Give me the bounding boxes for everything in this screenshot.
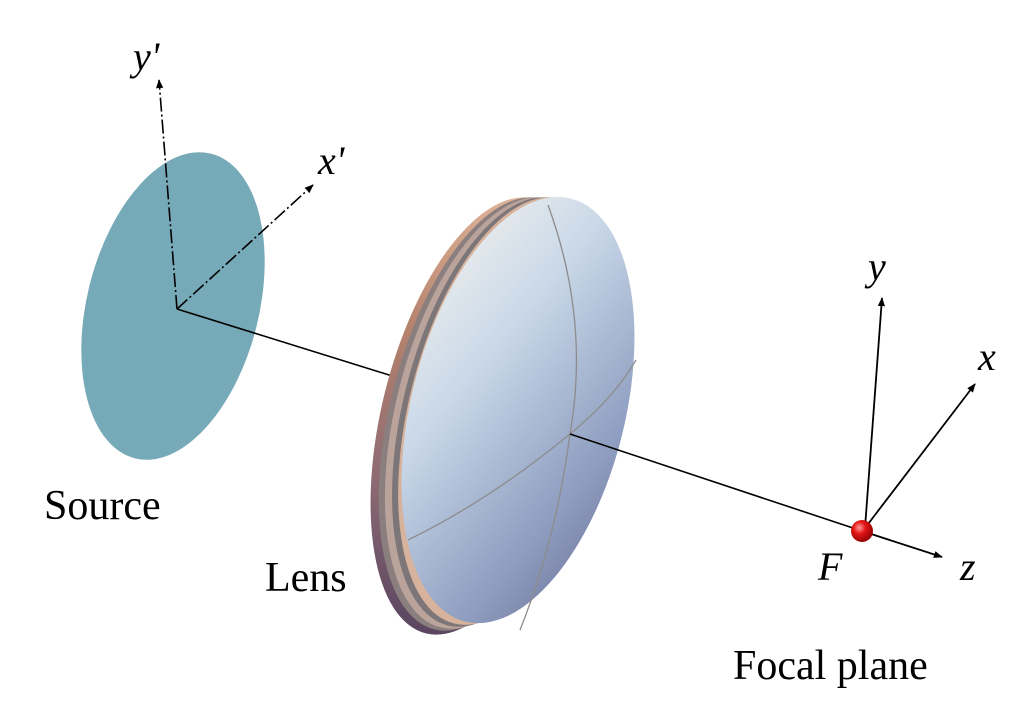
source-disk [81,152,265,460]
focal-point [851,520,873,542]
source-x-axis-label: x' [317,138,346,183]
optical-axis-back [569,433,863,532]
focal-y-axis-label: y [864,244,886,289]
source-y-axis [156,79,178,310]
focal-y-axis [864,297,885,529]
source-label: Source [44,483,161,529]
focal-x-axis-label: x [977,334,996,379]
focal-plane-label: Focal plane [733,643,928,689]
optical-axis-front [176,308,403,380]
source-x-axis [176,184,314,310]
focal-z-axis-label: z [959,544,976,589]
source-y-axis-label: y' [129,34,161,79]
focal-z-axis [864,531,943,558]
lens-label: Lens [265,555,347,601]
lens [370,196,637,635]
focal-x-axis [864,383,976,529]
focal-point-label: F [817,544,843,589]
